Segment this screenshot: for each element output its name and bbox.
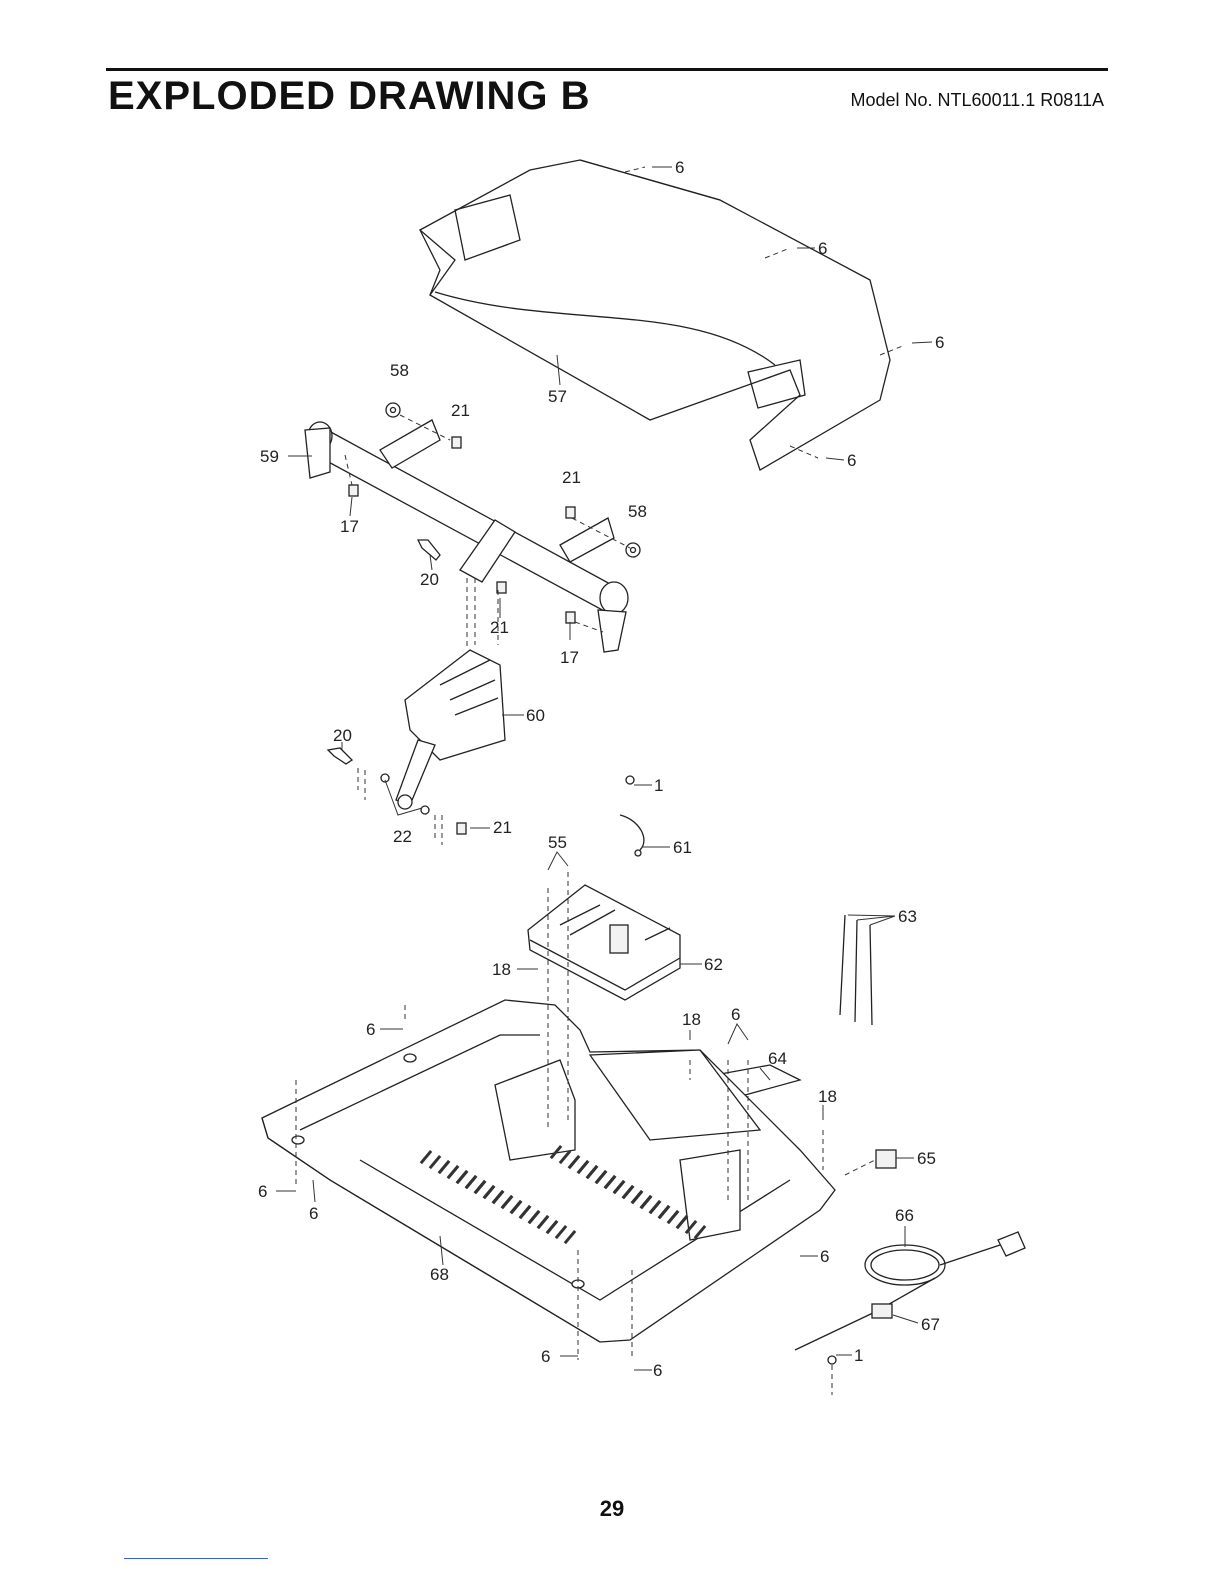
callout-6-base-left-lower: 6 — [309, 1204, 318, 1223]
callout-17-left: 17 — [340, 517, 359, 536]
callout-64: 64 — [768, 1049, 787, 1068]
callout-18-mid: 18 — [682, 1010, 701, 1029]
callout-1-lower: 1 — [854, 1346, 863, 1365]
callout-6-base-right: 6 — [820, 1247, 829, 1266]
callout-6-hood-bottom: 6 — [847, 451, 856, 470]
callout-57: 57 — [548, 387, 567, 406]
part-61-ground-wire — [620, 776, 644, 856]
callout-21-lower: 21 — [490, 618, 509, 637]
callout-1-upper: 1 — [654, 776, 663, 795]
callout-6-hood-mid: 6 — [818, 239, 827, 258]
callout-6-plate: 6 — [731, 1005, 740, 1024]
part-67-harness — [795, 1278, 935, 1364]
callout-6-base-bottom-left: 6 — [541, 1347, 550, 1366]
callout-60: 60 — [526, 706, 545, 725]
callout-66: 66 — [895, 1206, 914, 1225]
callout-68: 68 — [430, 1265, 449, 1284]
callout-21-left: 21 — [451, 401, 470, 420]
footer-link-line — [124, 1558, 268, 1559]
callout-17-right: 17 — [560, 648, 579, 667]
page-number: 29 — [0, 1496, 1224, 1522]
callout-6-base-left: 6 — [366, 1020, 375, 1039]
callout-21-mid: 21 — [562, 468, 581, 487]
callout-58-left: 58 — [390, 361, 409, 380]
callout-65: 65 — [917, 1149, 936, 1168]
callout-58-right: 58 — [628, 502, 647, 521]
callout-20-lower: 20 — [333, 726, 352, 745]
part-60-motor-bracket — [396, 650, 505, 809]
callout-6-base-bottom-right: 6 — [653, 1361, 662, 1380]
callout-21-bottom: 21 — [493, 818, 512, 837]
callout-6-top: 6 — [675, 158, 684, 177]
callout-67: 67 — [921, 1315, 940, 1334]
part-57-hood — [420, 160, 890, 470]
callout-22: 22 — [393, 827, 412, 846]
part-62-controller — [528, 885, 680, 1000]
callout-61: 61 — [673, 838, 692, 857]
callout-59: 59 — [260, 447, 279, 466]
part-66-power-cord — [865, 1232, 1025, 1285]
part-65-switch — [876, 1150, 896, 1168]
callout-18-right: 18 — [818, 1087, 837, 1106]
callout-6-base-far-left: 6 — [258, 1182, 267, 1201]
callout-62: 62 — [704, 955, 723, 974]
callout-20-upper: 20 — [420, 570, 439, 589]
callout-18-upper: 18 — [492, 960, 511, 979]
callout-55: 55 — [548, 833, 567, 852]
callout-6-hood-right: 6 — [935, 333, 944, 352]
part-63-cable-ties — [840, 915, 872, 1025]
callout-63: 63 — [898, 907, 917, 926]
